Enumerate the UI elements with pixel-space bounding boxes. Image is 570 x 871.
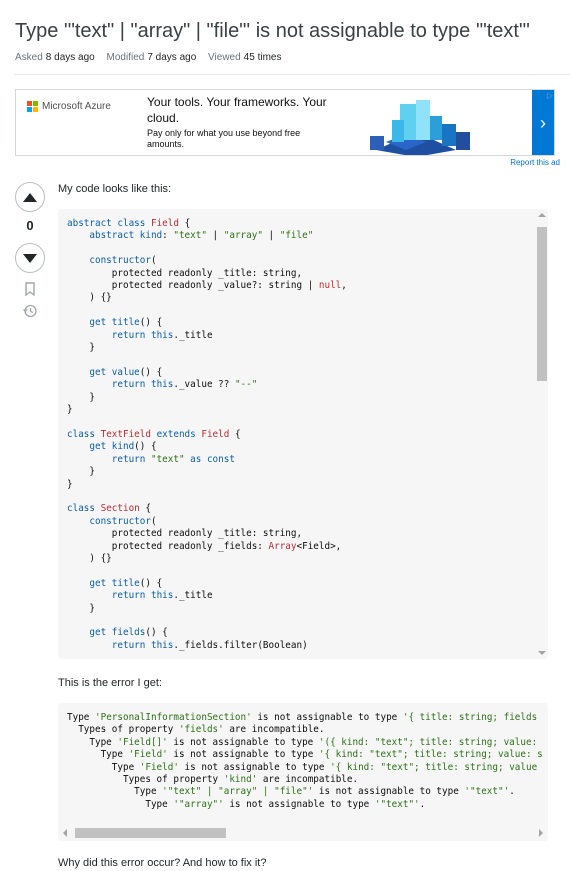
upvote-button[interactable] (15, 182, 45, 212)
code-block[interactable]: abstract class Field { abstract kind: "t… (58, 209, 548, 659)
code-line: return this._value ?? "--" (67, 379, 258, 391)
question-title[interactable]: Type '"text" | "array" | "file"' is not … (15, 20, 530, 42)
code-line (67, 565, 347, 577)
code-line (67, 354, 347, 366)
ad-next-arrow-icon[interactable]: › (532, 90, 554, 155)
scroll-up-arrow-icon[interactable] (538, 213, 546, 217)
code-line: get fields() { (67, 627, 168, 639)
code-line: } (67, 404, 73, 416)
code-line: return this._title (67, 329, 213, 341)
code-line: abstract class Field { (67, 218, 191, 229)
code-line: } (67, 466, 95, 478)
scrollbar-thumb[interactable] (537, 227, 547, 381)
code-line (67, 491, 347, 503)
downvote-arrow-icon (23, 253, 37, 263)
code-line: abstract kind: "text" | "array" | "file" (67, 230, 314, 242)
error-line: Type '"text" | "array" | "file"' is not … (67, 786, 515, 798)
code-line (67, 615, 347, 627)
viewed-value: 45 times (243, 52, 282, 63)
code-line (67, 417, 347, 429)
code-line (67, 243, 347, 255)
error-intro-text: This is the error I get: (58, 677, 162, 689)
code-line: get value() { (67, 366, 163, 378)
bookmark-icon[interactable] (22, 281, 38, 297)
advertisement-banner[interactable]: Microsoft Azure Your tools. Your framewo… (15, 89, 555, 156)
code-line: } (67, 478, 73, 490)
code-line: } (67, 391, 95, 403)
history-icon[interactable] (22, 303, 38, 319)
code-line: protected readonly _title: string, (67, 528, 303, 540)
error-line: Types of property 'fields' are incompati… (67, 724, 325, 736)
microsoft-azure-logo: Microsoft Azure (27, 101, 111, 112)
scrollbar-thumb[interactable] (75, 828, 226, 838)
error-line: Type 'PersonalInformationSection' is not… (67, 712, 538, 723)
code-line: } (67, 342, 95, 354)
asked-label: Asked (15, 52, 43, 63)
ad-subtext: Pay only for what you use beyond free am… (147, 128, 301, 149)
ad-choices-icon[interactable]: ▷ (546, 91, 553, 100)
modified-value[interactable]: 7 days ago (147, 52, 197, 63)
code-line: get title() { (67, 317, 163, 329)
code-line: get kind() { (67, 441, 157, 453)
code-line: class Section { (67, 503, 151, 515)
closing-question-text: Why did this error occur? And how to fix… (58, 857, 267, 869)
code-vertical-scrollbar[interactable] (534, 209, 548, 659)
code-line: constructor( (67, 515, 157, 527)
code-line: return "text" as const (67, 453, 235, 465)
header-divider (15, 74, 570, 75)
modified-label: Modified (106, 52, 145, 63)
post-intro-text: My code looks like this: (58, 183, 172, 195)
scroll-left-arrow-icon[interactable] (63, 829, 67, 837)
microsoft-logo-icon (27, 101, 38, 112)
error-line: Type 'Field' is not assignable to type '… (67, 761, 538, 773)
cloud-cubes-graphic (370, 100, 470, 155)
code-line (67, 305, 347, 317)
code-line: ) {} (67, 552, 112, 564)
asked-value[interactable]: 8 days ago (45, 52, 95, 63)
code-line: protected readonly _title: string, (67, 267, 303, 279)
error-line: Type 'Field[]' is not assignable to type… (67, 736, 538, 748)
code-line: get title() { (67, 577, 163, 589)
code-line: ) {} (67, 292, 112, 304)
code-line: protected readonly _value?: string | nul… (67, 280, 347, 292)
code-line: constructor( (67, 255, 157, 267)
scroll-right-arrow-icon[interactable] (539, 829, 543, 837)
error-horizontal-scrollbar[interactable] (58, 825, 548, 841)
code-content: abstract class Field { abstract kind: "t… (67, 218, 347, 652)
vote-count: 0 (26, 218, 34, 233)
scroll-down-arrow-icon[interactable] (538, 651, 546, 655)
ad-headline: Your tools. Your frameworks. Your cloud. (147, 95, 327, 125)
error-line: Types of property 'kind' are incompatibl… (67, 774, 359, 786)
ad-brand: Microsoft Azure (42, 101, 111, 112)
code-line: return this._title (67, 590, 213, 602)
error-content: Type 'PersonalInformationSection' is not… (67, 712, 543, 811)
code-line: class TextField extends Field { (67, 428, 241, 440)
error-line: Type 'Field' is not assignable to type '… (67, 749, 543, 761)
viewed-label: Viewed (208, 52, 241, 63)
code-line: return this._fields.filter(Boolean) (67, 639, 308, 651)
error-block[interactable]: Type 'PersonalInformationSection' is not… (58, 703, 548, 841)
code-line: } (67, 602, 95, 614)
downvote-button[interactable] (15, 243, 45, 273)
code-line: protected readonly _fields: Array<Field>… (67, 540, 342, 552)
upvote-arrow-icon (23, 192, 37, 202)
report-ad-link[interactable]: Report this ad (510, 158, 560, 167)
error-line: Type '"array"' is not assignable to type… (67, 798, 426, 810)
